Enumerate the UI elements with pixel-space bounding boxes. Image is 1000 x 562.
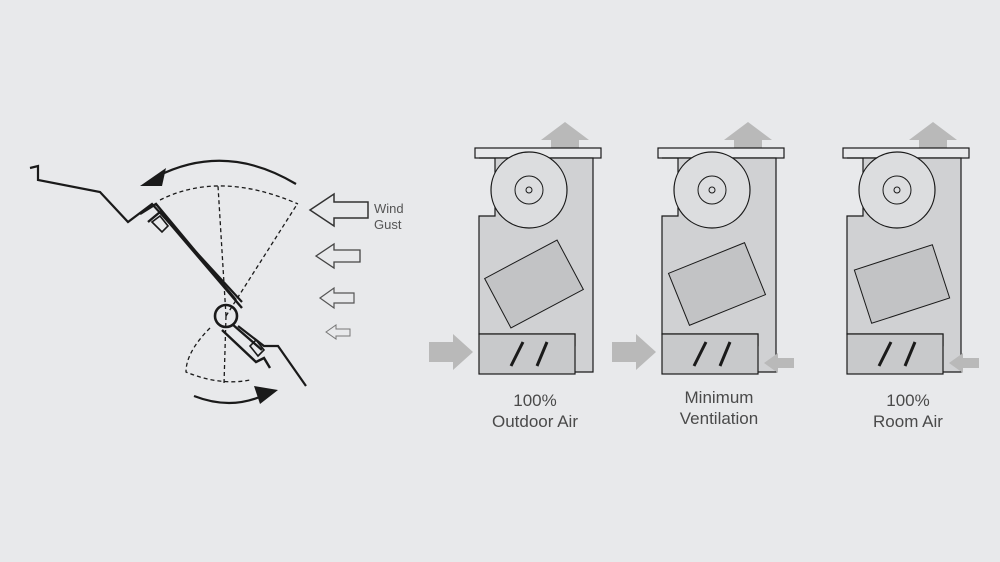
unit-1-coil	[483, 239, 585, 329]
unit-2-blower-hub	[708, 186, 716, 194]
unit-3	[842, 122, 979, 375]
unit-2-blower-housing	[673, 151, 751, 229]
unit-3-blower-wheel	[882, 175, 912, 205]
damper-frame-lower	[237, 325, 307, 387]
wind-label-line1: Wind	[374, 201, 404, 216]
unit-2-outdoor-air-arrow-icon	[612, 334, 656, 370]
swing-line-c	[223, 315, 227, 385]
damper-notch-upper	[150, 214, 170, 234]
unit-3-caption-line2: Room Air	[873, 412, 943, 431]
unit-3-louver-b	[903, 341, 917, 367]
unit-3-louver-a	[877, 341, 893, 367]
unit-2-room-air-arrow-icon	[764, 353, 794, 373]
wind-arrow-medium-icon	[314, 242, 361, 270]
unit-1-blower-wheel	[514, 175, 544, 205]
unit-1-caption: 100% Outdoor Air	[470, 390, 600, 432]
unit-1-caption-line1: 100%	[513, 391, 557, 410]
wind-arrow-small-icon	[318, 286, 355, 310]
unit-3-caption: 100% Room Air	[843, 390, 973, 432]
unit-2	[612, 122, 794, 375]
damper-blade	[139, 202, 243, 309]
unit-2-caption-line1: Minimum	[684, 388, 754, 407]
wind-label-line2: Gust	[374, 217, 402, 232]
swing-arc-lower	[185, 327, 251, 383]
unit-2-blower-wheel	[697, 175, 727, 205]
unit-3-blower-housing	[858, 151, 936, 229]
unit-2-louver-a	[692, 341, 708, 367]
unit-3-coil	[853, 244, 951, 324]
swing-line-a	[217, 185, 227, 317]
unit-2-caption: Minimum Ventilation	[654, 387, 784, 429]
swing-arc-upper	[159, 185, 299, 205]
unit-1-louver-b	[535, 341, 549, 367]
damper-frame-upper	[29, 164, 243, 303]
rotation-arrowhead-upper-icon	[140, 168, 166, 186]
unit-1-outdoor-air-arrow-icon	[429, 334, 473, 370]
unit-2-plenum	[661, 333, 759, 375]
unit-3-plenum	[846, 333, 944, 375]
unit-3-room-air-arrow-icon	[949, 353, 979, 373]
unit-1-blower-hub	[525, 186, 533, 194]
unit-1-caption-line2: Outdoor Air	[492, 412, 578, 431]
wind-arrow-large-icon	[308, 192, 369, 228]
unit-2-exhaust-arrow-icon	[724, 122, 772, 148]
unit-1-louver-a	[509, 341, 525, 367]
unit-3-blower-hub	[893, 186, 901, 194]
unit-2-caption-line2: Ventilation	[679, 409, 759, 428]
damper-notch-lower	[248, 338, 266, 358]
unit-2-louver-b	[718, 341, 732, 367]
rotation-arc-lower	[193, 394, 263, 405]
rotation-arc-upper	[157, 159, 297, 185]
swing-line-b	[225, 205, 297, 317]
unit-1	[429, 122, 602, 375]
unit-1-blower-housing	[490, 151, 568, 229]
unit-2-coil	[667, 242, 767, 326]
wind-arrow-tiny-icon	[325, 324, 351, 340]
unit-3-exhaust-arrow-icon	[909, 122, 957, 148]
unit-1-plenum	[478, 333, 576, 375]
unit-1-exhaust-arrow-icon	[541, 122, 589, 148]
damper-blade-lower	[221, 323, 272, 369]
rotation-arrowhead-lower-icon	[254, 386, 278, 404]
unit-3-caption-line1: 100%	[886, 391, 930, 410]
